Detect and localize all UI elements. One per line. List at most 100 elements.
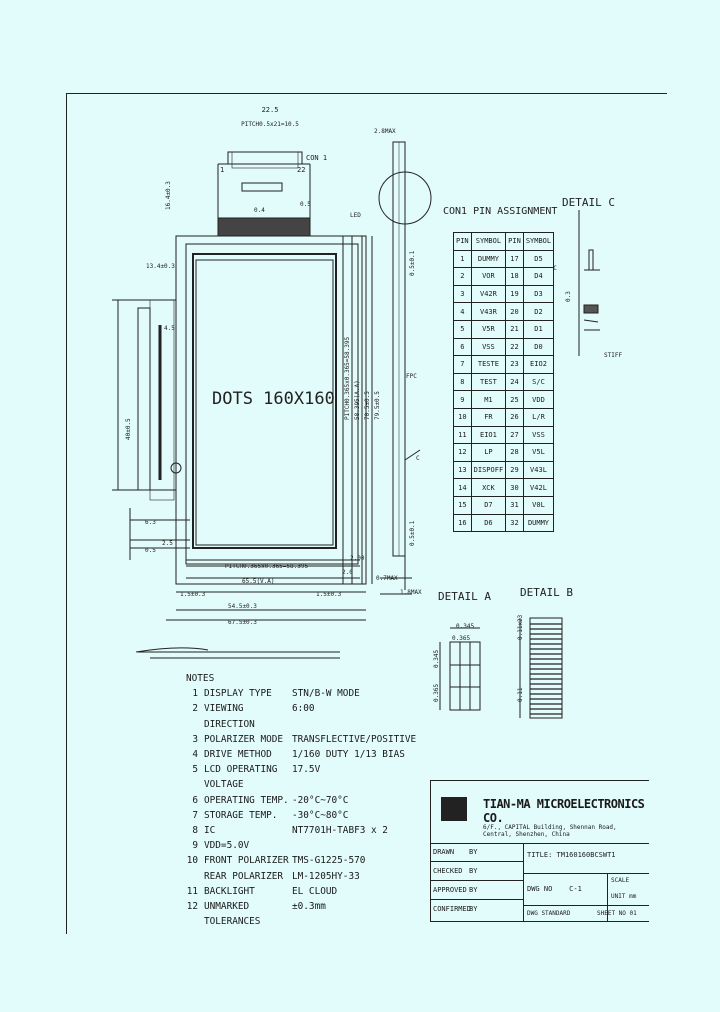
lcd-active-inner bbox=[195, 259, 334, 546]
table-cell: 24 bbox=[505, 372, 524, 392]
detail-a-title: DETAIL A bbox=[438, 590, 491, 603]
table-cell: 20 bbox=[505, 302, 524, 321]
con1-label: CON 1 bbox=[306, 154, 327, 162]
table-cell: D2 bbox=[522, 302, 555, 321]
side-label-4: 0.7MAX bbox=[376, 575, 398, 582]
note-value: NT7701H-TABF3 x 2 bbox=[292, 825, 388, 837]
detail-a-grid bbox=[449, 641, 481, 711]
table-cell: FR bbox=[470, 407, 507, 427]
title-value: TM160160BCSWT1 bbox=[556, 851, 616, 859]
sheet-no-label: SHEET NO bbox=[597, 910, 626, 917]
dwg-standard: DWG STANDARD bbox=[527, 910, 571, 917]
checked-row: CHECKED BY bbox=[431, 862, 523, 881]
active-area-pitch: PITCH0.365x0.365=58.395 bbox=[344, 337, 351, 420]
note-value: EL CLOUD bbox=[292, 885, 338, 897]
table-cell: 21 bbox=[505, 319, 524, 339]
table-cell: 11 bbox=[453, 425, 472, 445]
note-item: 8 IC NT7701H-TABF3 x 2 bbox=[186, 823, 416, 838]
fpc-length-dim: 16.4±0.3 bbox=[165, 181, 172, 210]
table-cell: DUMMY bbox=[522, 513, 555, 533]
side-label-6: FPC bbox=[406, 373, 417, 380]
side-label-1: 2.8MAX bbox=[374, 128, 396, 135]
note-num: 7 bbox=[192, 809, 198, 821]
con1-body bbox=[227, 151, 303, 165]
confirmed-row: CONFIRMED BY bbox=[431, 900, 523, 919]
table-cell: 31 bbox=[505, 495, 524, 515]
con-pin-1: 1 bbox=[220, 166, 224, 174]
company-name: TIAN-MA MICROELECTRONICS CO. bbox=[483, 797, 645, 825]
detail-b-pins bbox=[529, 617, 563, 719]
side-label-5: 1.8MAX bbox=[400, 589, 422, 596]
table-cell: 25 bbox=[505, 390, 524, 409]
table-cell: V43R bbox=[470, 302, 507, 321]
pin-table-title: CON1 PIN ASSIGNMENT bbox=[443, 206, 557, 217]
dwg-no-field: DWG NO C-1 bbox=[527, 885, 582, 893]
con1-window bbox=[241, 182, 283, 192]
table-cell: V5L bbox=[522, 443, 555, 462]
table-cell: V42R bbox=[470, 284, 507, 304]
pin-pitch-dim: PITCH0.5x21=10.5 bbox=[241, 121, 299, 128]
note-num: 8 bbox=[192, 825, 198, 837]
unit-value: mm bbox=[629, 893, 637, 900]
backlight-label: LED bbox=[350, 212, 361, 219]
drawing-frame bbox=[66, 93, 667, 934]
note-item: UNMARKED TOLERANCES bbox=[204, 901, 261, 928]
note-value: LM-1205HY-33 bbox=[292, 870, 360, 882]
table-cell: D6 bbox=[470, 513, 507, 533]
note-item: IC bbox=[204, 825, 216, 837]
left-dim-1: 13.4±0.3 bbox=[146, 263, 175, 270]
table-header: PIN bbox=[453, 232, 472, 251]
table-cell: 2 bbox=[453, 267, 472, 286]
table-cell: V0L bbox=[522, 495, 555, 515]
con-pin-22: 22 bbox=[297, 166, 305, 174]
table-cell: EIO2 bbox=[522, 355, 555, 374]
note-item: FRONT POLARIZER bbox=[204, 855, 289, 867]
detail-b-dim-1: 0.11x23 bbox=[517, 614, 524, 640]
note-value: 6:00 bbox=[292, 703, 315, 715]
detail-a-dim-2: 0.365 bbox=[452, 635, 470, 642]
table-cell: D7 bbox=[470, 495, 507, 515]
note-num: 6 bbox=[192, 794, 198, 806]
pin-height: 0.5 bbox=[300, 201, 311, 208]
table-cell: DISPOFF bbox=[470, 460, 507, 480]
note-num bbox=[186, 869, 198, 884]
note-num: 1 bbox=[192, 688, 198, 700]
note-item: POLARIZER MODE bbox=[204, 733, 284, 745]
table-cell: 6 bbox=[453, 337, 472, 357]
con-width-dim: 22.5 bbox=[262, 106, 279, 114]
sheet-field: SHEET NO 01 bbox=[597, 910, 637, 917]
bottom-dim-1: 2.5 bbox=[162, 540, 173, 547]
note-num: 3 bbox=[192, 733, 198, 745]
confirmed-label: CONFIRMED bbox=[433, 905, 471, 913]
note-num: 2 bbox=[192, 703, 198, 715]
table-cell: 14 bbox=[453, 478, 472, 497]
width-dim-3: 1.5±0.3 bbox=[180, 591, 206, 598]
note-value: ±0.3mm bbox=[292, 901, 326, 913]
table-cell: S/C bbox=[522, 372, 555, 392]
table-cell: VDD bbox=[522, 390, 555, 409]
table-cell: 9 bbox=[453, 390, 472, 409]
table-cell: D4 bbox=[522, 267, 555, 286]
table-header-row: PIN SYMBOL PIN SYMBOL bbox=[453, 232, 555, 251]
drawn-row: DRAWN BY bbox=[431, 843, 523, 862]
table-cell: 7 bbox=[453, 355, 472, 374]
scale-label: SCALE bbox=[611, 877, 630, 884]
note-value: -30°C~80°C bbox=[292, 809, 349, 821]
note-item: LCD OPERATING VOLTAGE bbox=[204, 764, 278, 791]
